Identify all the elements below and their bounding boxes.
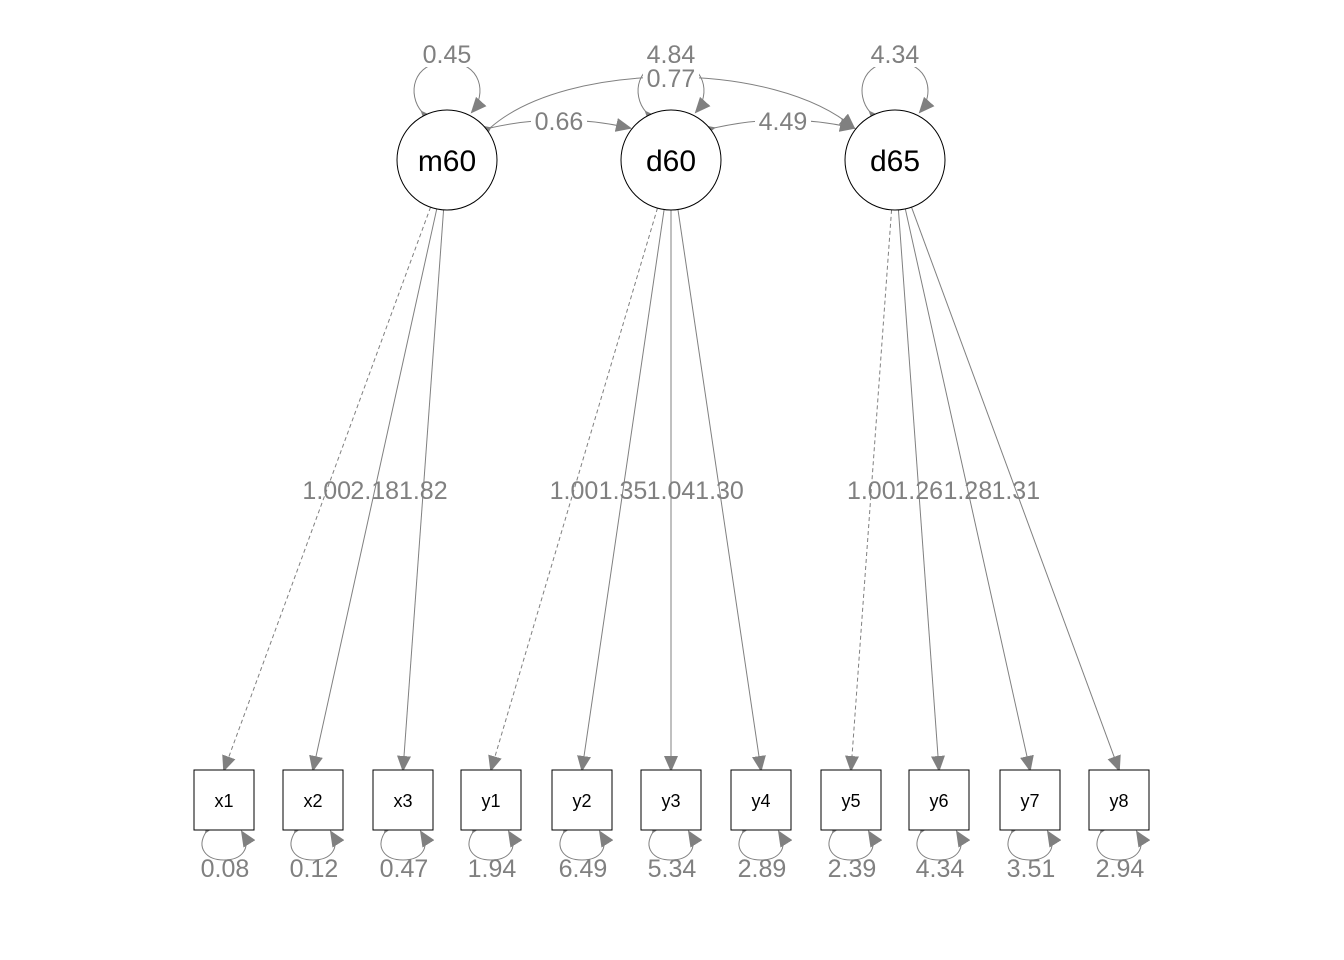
loading-path-m60-x3	[397, 209, 445, 772]
residual-loop-y2	[559, 816, 614, 861]
covariance-label-m60-d60-bg	[531, 108, 587, 134]
covariance-label-d60-d65: 4.49	[759, 108, 808, 136]
covariance-label-m60-d65: 0.77	[647, 65, 696, 93]
manifest-label-y8: y8	[1109, 791, 1128, 811]
variance-loop-d65	[861, 61, 935, 128]
loading-path-m60-x2	[309, 208, 438, 772]
loading-path-d65-y8	[911, 207, 1121, 772]
residual-label-y5: 2.39	[828, 855, 877, 883]
residual-label-y1: 1.94	[468, 855, 517, 883]
residual-label-y8: 2.94	[1096, 855, 1145, 883]
loading-label-y1: 1.00	[550, 477, 599, 505]
manifest-label-y2: y2	[572, 791, 591, 811]
manifest-label-y7: y7	[1020, 791, 1039, 811]
residual-label-x2: 0.12	[290, 855, 339, 883]
variance-label-d65: 4.34	[871, 41, 920, 69]
loading-label-y5: 1.00	[847, 477, 896, 505]
variance-label-bg-m60	[419, 41, 475, 67]
latent-label-d60: d60	[646, 145, 696, 178]
residual-label-y7: 3.51	[1007, 855, 1056, 883]
loading-path-m60-x1	[222, 207, 432, 772]
manifest-node-x3	[372, 769, 434, 831]
residual-label-y4: 2.89	[738, 855, 787, 883]
residual-loop-y7	[1007, 816, 1062, 861]
loading-label-x3: 1.82	[399, 477, 448, 505]
residual-loop-y8	[1096, 816, 1151, 861]
manifest-node-y4	[730, 769, 792, 831]
covariance-label-m60-d60: 0.66	[535, 108, 584, 136]
loading-path-d60-y4	[677, 209, 766, 772]
loading-label-y4: 1.30	[695, 477, 744, 505]
covariance-label-d60-d65-bg	[755, 108, 811, 134]
manifest-label-x3: x3	[393, 791, 412, 811]
residual-loop-y3	[648, 816, 703, 861]
loading-label-y6: 1.26	[894, 477, 943, 505]
manifest-label-y1: y1	[481, 791, 500, 811]
loading-label-x1: 1.00	[302, 477, 351, 505]
manifest-label-x1: x1	[214, 791, 233, 811]
variance-label-bg-d60	[643, 41, 699, 67]
manifest-node-y8	[1088, 769, 1150, 831]
manifest-label-y5: y5	[841, 791, 860, 811]
residual-loop-x3	[380, 816, 435, 861]
residual-label-y6: 4.34	[916, 855, 965, 883]
latent-label-d65: d65	[870, 145, 920, 178]
covariance-label-m60-d65-bg	[643, 65, 699, 91]
manifest-node-y6	[908, 769, 970, 831]
loading-path-d65-y5	[845, 209, 893, 772]
manifest-label-y6: y6	[929, 791, 948, 811]
loading-label-x2: 2.18	[350, 477, 399, 505]
residual-loop-y4	[738, 816, 793, 861]
residual-loop-y5	[828, 816, 883, 861]
loading-path-d65-y6	[897, 209, 945, 772]
variance-loop-m60	[413, 61, 487, 128]
manifest-node-y3	[640, 769, 702, 831]
residual-loop-x1	[201, 816, 256, 861]
residual-label-x1: 0.08	[201, 855, 250, 883]
variance-label-m60: 0.45	[423, 41, 472, 69]
latent-node-m60	[396, 109, 498, 211]
latent-label-m60: m60	[418, 145, 476, 178]
manifest-label-y3: y3	[661, 791, 680, 811]
manifest-node-y1	[460, 769, 522, 831]
loading-path-d65-y7	[904, 208, 1034, 772]
manifest-node-y2	[551, 769, 613, 831]
residual-loop-y1	[468, 816, 523, 861]
variance-label-d60: 4.84	[647, 41, 696, 69]
manifest-node-x2	[282, 769, 344, 831]
loading-label-y8: 1.31	[991, 477, 1040, 505]
loading-label-y7: 1.28	[943, 477, 992, 505]
residual-label-y2: 6.49	[559, 855, 608, 883]
latent-node-d65	[844, 109, 946, 211]
manifest-label-y4: y4	[751, 791, 770, 811]
loading-label-y2: 1.35	[599, 477, 648, 505]
manifest-label-x2: x2	[303, 791, 322, 811]
manifest-node-x1	[193, 769, 255, 831]
latent-node-d60	[620, 109, 722, 211]
manifest-node-y5	[820, 769, 882, 831]
residual-label-y3: 5.34	[648, 855, 697, 883]
loading-label-y3: 1.04	[647, 477, 696, 505]
loading-path-d60-y2	[577, 209, 665, 772]
residual-loop-y6	[916, 816, 971, 861]
manifest-node-y7	[999, 769, 1061, 831]
residual-loop-x2	[290, 816, 345, 861]
residual-label-x3: 0.47	[380, 855, 429, 883]
variance-label-bg-d65	[867, 41, 923, 67]
